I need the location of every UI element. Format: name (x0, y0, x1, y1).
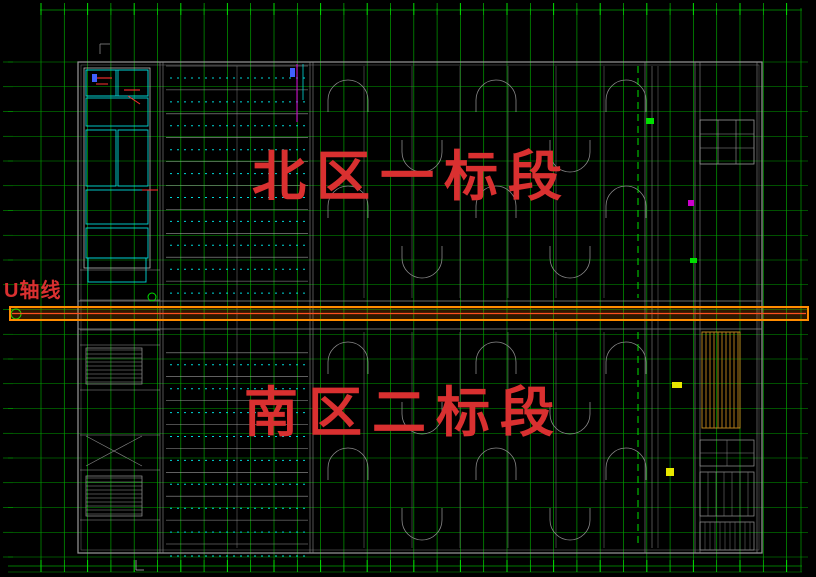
label-north-section: 北区一标段 (252, 147, 572, 207)
label-south-section: 南区二标段 (244, 383, 564, 443)
label-u-axis: U轴线 (4, 280, 62, 302)
